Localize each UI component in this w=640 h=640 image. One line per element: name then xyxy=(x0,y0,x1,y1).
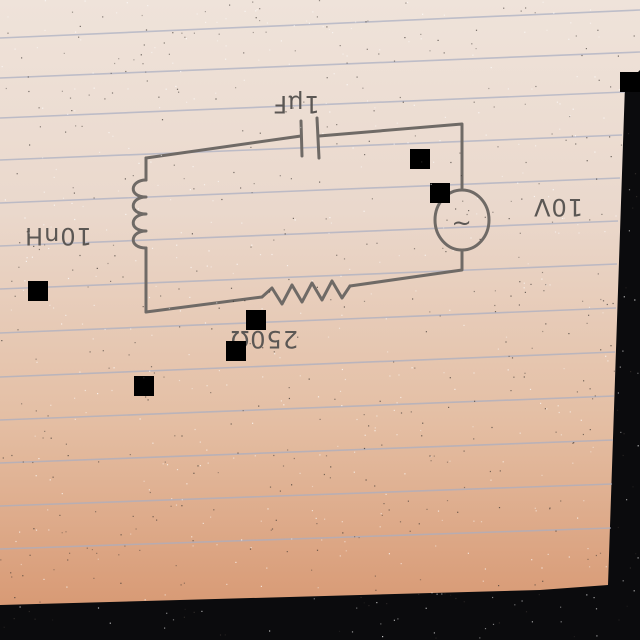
bottom-wire-left xyxy=(144,295,264,314)
component-labels: 1μF 10nH 250Ω 10V xyxy=(24,90,583,353)
bottom-wire-right xyxy=(348,248,464,288)
paper-sheet xyxy=(0,0,640,605)
top-wire-left xyxy=(144,134,303,160)
circuit: ~ xyxy=(131,116,491,314)
inductor-label: 10nH xyxy=(24,222,92,250)
occlusion-square xyxy=(226,341,246,361)
inductor-symbol xyxy=(131,178,148,250)
ac-source-symbol xyxy=(433,188,491,252)
occlusion-square xyxy=(430,183,450,203)
capacitor-label: 1μF xyxy=(272,90,319,118)
resistor-symbol xyxy=(260,279,352,306)
occlusion-square xyxy=(28,281,48,301)
occlusion-square xyxy=(246,310,266,330)
ac-source-wave: ~ xyxy=(451,209,472,237)
top-wire-right xyxy=(317,122,464,190)
occlusion-square xyxy=(134,376,154,396)
source-voltage-label: 10V xyxy=(533,193,583,221)
occlusion-squares xyxy=(28,72,640,396)
occlusion-square xyxy=(620,72,640,92)
capacitor-plate-left xyxy=(299,119,304,158)
capacitor-plate-right xyxy=(315,116,321,160)
occlusion-square xyxy=(410,149,430,169)
ruled-lines xyxy=(0,9,640,550)
